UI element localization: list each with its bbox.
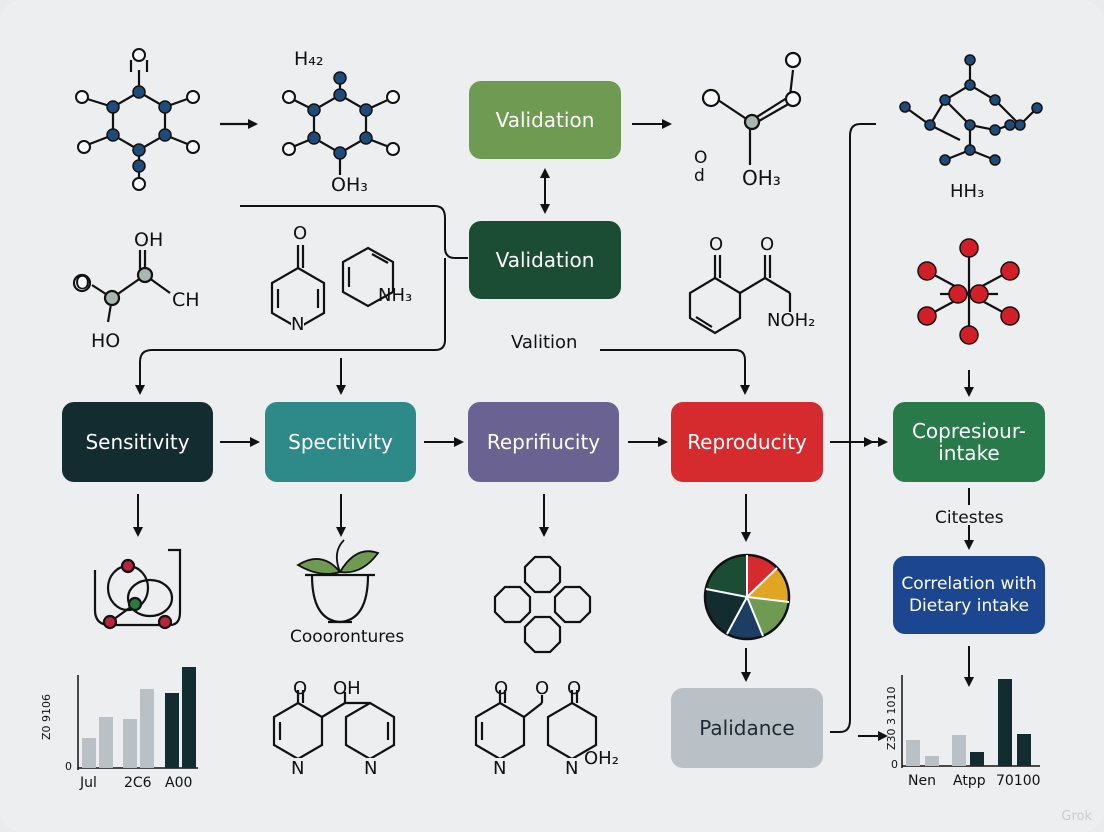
oh3-carbonyl-label: OH₃ xyxy=(742,166,781,190)
palidance-box[interactable]: Palidance xyxy=(671,688,823,768)
nh3-label: NH₃ xyxy=(378,285,413,306)
d-small-label: d xyxy=(694,166,705,186)
o-small-label: O xyxy=(694,148,708,168)
bar-chart-right xyxy=(901,675,1040,768)
acid-molecule xyxy=(72,250,171,323)
carbonyl-molecule xyxy=(701,51,802,165)
coorontures-label: Cooorontures xyxy=(290,627,405,647)
network-graph xyxy=(93,548,182,630)
benzene-molecule-1 xyxy=(75,48,200,191)
specificity-box[interactable]: Specitivity xyxy=(265,402,416,482)
pyridone-o-label: O xyxy=(293,223,308,244)
pyr1-oh-label: OH xyxy=(333,678,361,699)
red-atom-cluster xyxy=(917,238,1020,345)
cyclo-o2-label: O xyxy=(760,234,775,255)
cyclo-o1-label: O xyxy=(709,234,724,255)
compression-intake-box[interactable]: Copresiour-intake xyxy=(893,402,1045,482)
benzene-molecule-2 xyxy=(282,71,400,175)
pyr2-o3-label: O xyxy=(567,678,582,699)
noh2-label: NOH₂ xyxy=(767,310,816,331)
reproducity-box[interactable]: Reproducity xyxy=(671,402,823,482)
citestes-label: Citestes xyxy=(935,508,1004,528)
pyridine-pair-2 xyxy=(474,690,598,761)
skeletal-molecule xyxy=(899,54,1043,166)
connector-lines xyxy=(133,119,974,741)
bar-chart-left xyxy=(77,667,198,770)
chart-left-xlabel-3: A00 xyxy=(165,775,193,791)
correlation-box[interactable]: Correlation with Dietary intake xyxy=(893,556,1045,634)
chart-right-xlabel-2: Atpp xyxy=(953,773,986,789)
hh3-label: HH₃ xyxy=(950,181,985,202)
pyr2-n2-label: N xyxy=(565,758,579,779)
chart-right-zero: 0 xyxy=(891,758,898,771)
polycyclic-ring-icon xyxy=(493,555,592,654)
pyridine-pair-1 xyxy=(272,690,396,761)
chart-left-xlabel-1: Jul xyxy=(80,775,97,791)
h42-label: H₄₂ xyxy=(294,48,324,70)
bowl-with-leaves-icon xyxy=(296,539,380,624)
chart-right-ylabel: Z30 3 1010 xyxy=(885,686,898,750)
pyr2-n1-label: N xyxy=(493,758,507,779)
pyr1-n1-label: N xyxy=(291,758,305,779)
chart-left-zero: 0 xyxy=(65,760,72,773)
pie-chart-icon xyxy=(703,553,791,641)
oh3-label-top: OH₃ xyxy=(331,174,368,196)
pyr1-n2-label: N xyxy=(364,758,378,779)
pyr1-o-label: O xyxy=(293,678,308,699)
pyr2-o1-label: O xyxy=(494,678,509,699)
cyclohexenone-molecule xyxy=(688,255,792,335)
valition-label: Valition xyxy=(511,332,578,353)
o-acid-label: O xyxy=(75,272,90,294)
chart-left-ylabel: Z0 9106 xyxy=(40,693,53,740)
validation-top-box[interactable]: Validation xyxy=(469,81,621,159)
ch-acid-label: CH xyxy=(172,289,200,311)
chart-right-xlabel-1: Nen xyxy=(908,773,936,789)
chart-right-xlabel-3: 70100 xyxy=(996,773,1041,789)
pyr2-o2-label: O xyxy=(535,678,550,699)
oh-acid-label: OH xyxy=(134,229,164,251)
sensitivity-box[interactable]: Sensitivity xyxy=(62,402,213,482)
pyr2-oh2-label: OH₂ xyxy=(584,748,619,769)
chart-left-xlabel-2: 2C6 xyxy=(124,775,152,791)
reprifiucity-box[interactable]: Reprifiucity xyxy=(468,402,619,482)
ho-acid-label: HO xyxy=(91,330,121,352)
watermark-logo: Grok xyxy=(1061,809,1092,824)
pyridone-n-label: N xyxy=(291,314,305,335)
dihydropyridine-ring xyxy=(341,246,395,308)
validation-mid-box[interactable]: Validation xyxy=(469,221,621,299)
